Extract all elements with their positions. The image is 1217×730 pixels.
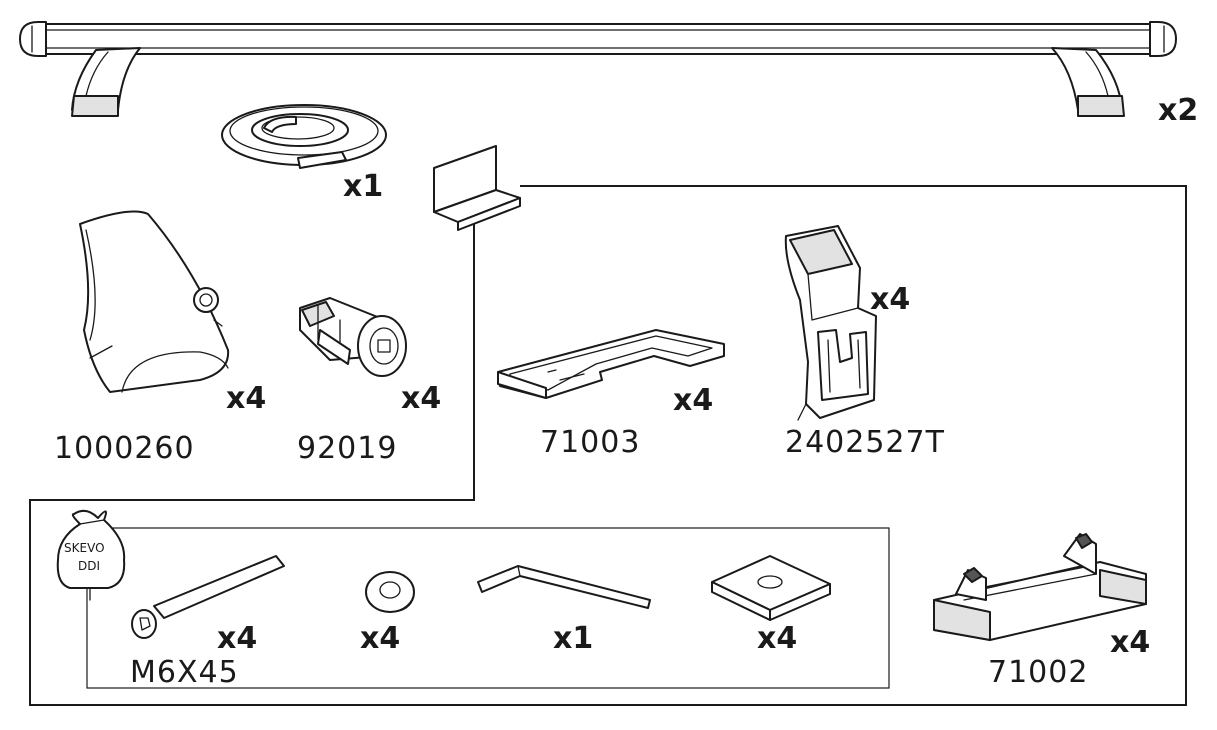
washer [365,571,415,613]
bolt-code: M6X45 [130,655,239,690]
lock-cylinder [299,297,407,377]
clamp-2402527T [784,225,877,421]
rubber-strip-quantity: x1 [343,169,383,204]
square-plate [711,555,831,621]
roof-bar-quantity: x2 [1158,93,1198,128]
hardware-bag-frame [86,527,890,689]
bracket-71003-quantity: x4 [673,383,713,418]
foot-cover-quantity: x4 [226,381,266,416]
bracket-71003 [497,329,725,399]
square-plate-quantity: x4 [757,621,797,656]
washer-quantity: x4 [360,621,400,656]
clamp-quantity: x4 [870,282,910,317]
lock-cylinder-quantity: x4 [401,381,441,416]
bag-label-line1: SKEVO [64,541,105,555]
rubber-strip [221,104,387,169]
bracket-71003-code: 71003 [540,425,640,460]
bag-label-line2: DDI [78,559,100,573]
allen-key-quantity: x1 [553,621,593,656]
roof-bar [19,21,1177,117]
foot-pad-quantity: x4 [1110,625,1150,660]
bolt-quantity: x4 [217,621,257,656]
bolt [131,555,285,639]
foot-cover-code: 1000260 [54,431,195,466]
clamp-code: 2402527T [785,425,945,460]
foot-pad-code: 71002 [988,655,1088,690]
corner-bracket [433,145,521,231]
lock-cylinder-code: 92019 [297,431,397,466]
allen-key [477,565,651,609]
foot-pad-71002 [933,533,1147,641]
foot-cover [79,210,230,393]
upper-parts-frame [29,185,1187,706]
hardware-bag [56,509,126,601]
